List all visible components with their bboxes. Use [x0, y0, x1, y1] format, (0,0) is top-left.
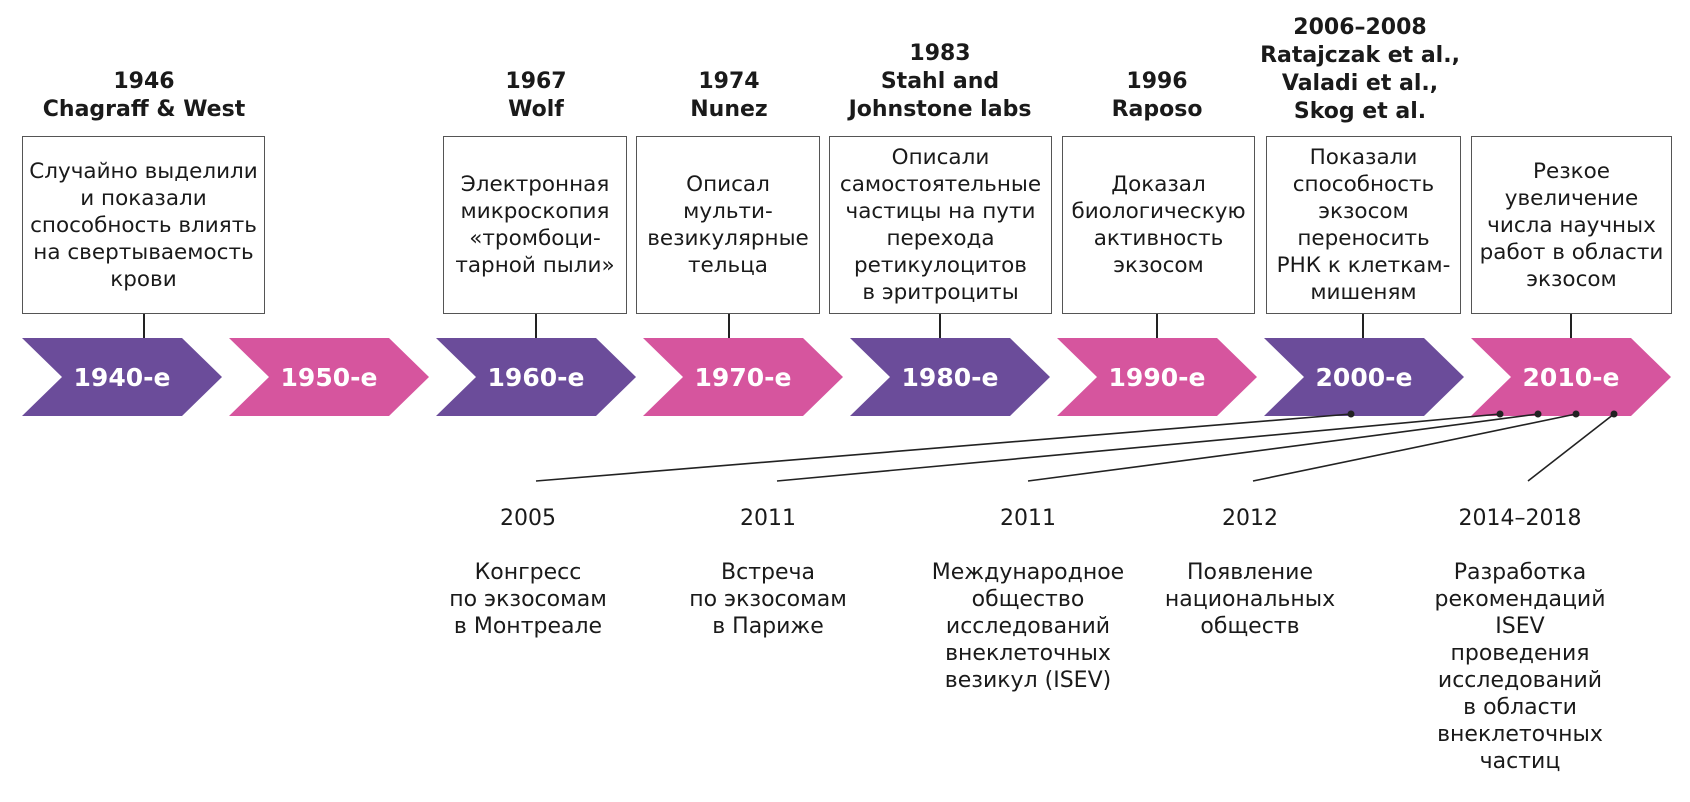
milestone-year: 1996	[1126, 69, 1188, 94]
milestone-author: Johnstone labs	[848, 97, 1032, 122]
milestone-description: Описал мульти- везикулярные тельца	[647, 172, 809, 278]
milestone-box-1967: Электронная микроскопия «тромбоци- тарно…	[443, 136, 627, 314]
event-2012: 2012 Появление национальных обществ	[1165, 478, 1335, 667]
event-year: 2012	[1221, 506, 1278, 531]
event-leader-dot	[1496, 410, 1504, 418]
event-leader-dot	[1534, 410, 1542, 418]
milestone-year: 2006–2008	[1293, 15, 1427, 40]
milestone-heading-1996: 1996 Raposo	[1112, 68, 1203, 124]
milestone-author: Skog et al.	[1293, 99, 1427, 124]
milestone-heading-2006-2008: 2006–2008 Ratajczak et al., Valadi et al…	[1260, 14, 1460, 126]
milestone-box-1983: Описали самостоятельные частицы на пути …	[829, 136, 1052, 314]
milestone-author: Valadi et al.,	[1281, 71, 1439, 96]
milestone-year: 1983	[909, 41, 971, 66]
decade-chevron	[643, 338, 843, 416]
event-year: 2011	[740, 506, 796, 531]
event-year: 2005	[500, 506, 556, 531]
event-2005: 2005 Конгресс по экзосомам в Монтреале	[449, 478, 607, 667]
milestone-box-1996: Доказал биологическую активность экзосом	[1062, 136, 1255, 314]
decade-chevron	[1057, 338, 1257, 416]
decade-label-1970s: 1970-е	[694, 362, 792, 392]
milestone-author: Wolf	[508, 97, 564, 122]
decade-chevron	[22, 338, 222, 416]
event-leader-dot	[1572, 410, 1580, 418]
event-2014-2018: 2014–2018 Разработка рекомендаций ISEV п…	[1434, 478, 1605, 802]
decade-chevron	[1264, 338, 1464, 416]
milestone-description: Описали самостоятельные частицы на пути …	[839, 145, 1042, 305]
event-leader-line	[1527, 413, 1615, 482]
milestone-description: Доказал биологическую активность экзосом	[1071, 172, 1246, 278]
milestone-author: Chagraff & West	[42, 97, 246, 122]
timeline-graphics	[22, 314, 1671, 482]
milestone-box-2010s: Резкое увеличение числа научных работ в …	[1471, 136, 1672, 314]
milestone-heading-1983: 1983 Stahl and Johnstone labs	[849, 40, 1032, 124]
milestone-box-2006-2008: Показали способность экзосом переносить …	[1266, 136, 1461, 314]
decade-label-1950s: 1950-е	[280, 362, 378, 392]
milestone-author: Ratajczak et al.,	[1260, 43, 1460, 68]
event-description: Конгресс по экзосомам в Монтреале	[449, 560, 607, 639]
event-leader-line	[535, 413, 1352, 482]
event-leader-dot	[1347, 410, 1355, 418]
milestone-box-1946: Случайно выделили и показали способность…	[22, 136, 265, 314]
event-year: 2014–2018	[1458, 506, 1582, 531]
milestone-author: Nunez	[690, 97, 768, 122]
milestone-heading-1946: 1946 Chagraff & West	[43, 68, 245, 124]
milestone-description: Случайно выделили и показали способность…	[29, 158, 258, 292]
milestone-author: Stahl and	[880, 69, 1000, 94]
milestone-year: 1967	[505, 69, 567, 94]
decade-label-1940s: 1940-е	[73, 362, 171, 392]
event-description: Появление национальных обществ	[1164, 560, 1336, 639]
milestone-description: Резкое увеличение числа научных работ в …	[1479, 158, 1664, 292]
milestone-heading-1967: 1967 Wolf	[505, 68, 566, 124]
decade-label-1990s: 1990-е	[1108, 362, 1206, 392]
event-description: Международное общество исследований внек…	[931, 560, 1125, 693]
event-description: Встреча по экзосомам в Париже	[689, 560, 847, 639]
decade-chevron	[1471, 338, 1671, 416]
event-2011-paris: 2011 Встреча по экзосомам в Париже	[689, 478, 847, 667]
event-year: 2011	[999, 506, 1056, 531]
decade-chevron	[850, 338, 1050, 416]
event-leader-line	[1027, 413, 1539, 482]
event-description: Разработка рекомендаций ISEV проведения …	[1434, 560, 1606, 774]
milestone-heading-1974: 1974 Nunez	[690, 68, 767, 124]
milestone-description: Показали способность экзосом переносить …	[1276, 145, 1451, 305]
milestone-year: 1946	[113, 69, 175, 94]
event-2011-isev: 2011 Международное общество исследований…	[932, 478, 1124, 721]
milestone-description: Электронная микроскопия «тромбоци- тарно…	[455, 172, 615, 278]
milestone-year: 1974	[698, 69, 760, 94]
event-leader-dot	[1610, 410, 1618, 418]
decade-label-1960s: 1960-е	[487, 362, 585, 392]
decade-chevron	[229, 338, 429, 416]
event-leader-line	[1252, 413, 1577, 482]
milestone-author: Raposo	[1111, 97, 1203, 122]
event-leader-line	[776, 413, 1501, 482]
decade-label-2000s: 2000-е	[1315, 362, 1413, 392]
decade-chevron	[436, 338, 636, 416]
milestone-box-1974: Описал мульти- везикулярные тельца	[636, 136, 820, 314]
decade-label-1980s: 1980-е	[901, 362, 999, 392]
decade-label-2010s: 2010-е	[1522, 362, 1620, 392]
